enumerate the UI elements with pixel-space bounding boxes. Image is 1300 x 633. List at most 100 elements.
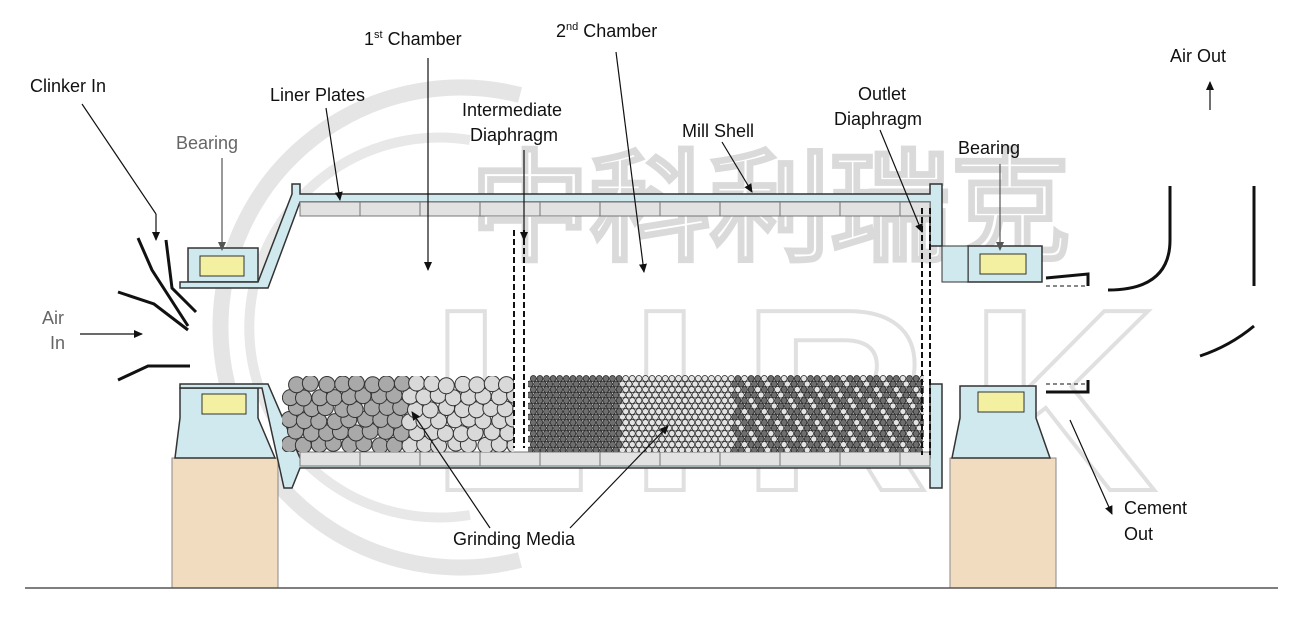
grinding-ball [912, 430, 920, 437]
grinding-ball [876, 435, 884, 443]
grinding-ball [625, 446, 633, 452]
grinding-ball [793, 419, 801, 426]
grinding-ball [549, 386, 557, 393]
grinding-ball [549, 419, 557, 426]
grinding-ball [902, 402, 910, 410]
grinding-ball [760, 408, 768, 415]
grinding-ball [886, 408, 894, 415]
grinding-ball [790, 402, 798, 410]
grinding-ball [797, 380, 804, 388]
grinding-ball [744, 402, 752, 410]
grinding-ball [741, 408, 748, 415]
grinding-ball [869, 413, 877, 421]
grinding-ball [556, 430, 564, 437]
feed-chute [117, 237, 198, 382]
grinding-ball [628, 386, 636, 393]
grinding-media-chamber1 [282, 376, 514, 452]
label-mill-shell: Mill Shell [682, 121, 754, 141]
grinding-ball [863, 413, 870, 421]
grinding-ball [797, 413, 804, 421]
grinding-ball [793, 386, 801, 393]
grinding-ball [549, 408, 557, 415]
grinding-ball [869, 446, 877, 452]
grinding-ball [866, 397, 874, 404]
grinding-ball [582, 386, 590, 393]
grinding-ball [747, 375, 755, 382]
grinding-ball [899, 430, 907, 437]
grinding-ball [754, 441, 762, 448]
grinding-ball [579, 380, 587, 388]
grinding-ball [813, 408, 821, 415]
grinding-ball [609, 408, 616, 415]
grinding-ball [562, 430, 570, 437]
grinding-ball [846, 430, 854, 437]
grinding-ball [681, 375, 689, 382]
grinding-ball [592, 413, 600, 421]
grinding-ball [803, 435, 811, 443]
grinding-ball [836, 402, 844, 410]
grinding-ball [780, 441, 788, 448]
grinding-ball [830, 402, 837, 410]
grinding-ball [553, 424, 560, 432]
grinding-ball [661, 419, 669, 426]
grinding-ball [790, 446, 798, 452]
grinding-ball [711, 380, 719, 388]
grinding-ball [642, 397, 649, 404]
grinding-ball [883, 446, 890, 452]
grinding-ball [774, 375, 781, 382]
grinding-ball [721, 419, 729, 426]
grinding-ball [896, 435, 903, 443]
grinding-ball [528, 380, 534, 388]
grinding-ball [850, 446, 857, 452]
grinding-ball [721, 408, 729, 415]
grinding-ball [533, 446, 540, 452]
grinding-ball [543, 397, 550, 404]
grinding-ball [632, 391, 639, 399]
grinding-ball [859, 397, 867, 404]
grinding-ball [615, 408, 623, 415]
grinding-ball [556, 408, 564, 415]
grinding-ball [718, 413, 725, 421]
grinding-ball [734, 397, 742, 404]
label-chamber2: 2nd Chamber [556, 21, 657, 41]
grinding-ball [787, 441, 795, 448]
grinding-ball [592, 435, 600, 443]
grinding-ball [873, 441, 880, 448]
grinding-ball [800, 386, 808, 393]
grinding-ball [790, 435, 798, 443]
grinding-ball [576, 430, 583, 437]
grinding-ball [586, 391, 593, 399]
grinding-ball [528, 424, 534, 432]
label-clinker-in: Clinker In [30, 76, 106, 96]
grinding-ball [747, 386, 755, 393]
grinding-ball [675, 419, 682, 426]
grinding-ball [800, 397, 808, 404]
grinding-ball [777, 380, 785, 388]
grinding-ball [807, 441, 814, 448]
grinding-ball [883, 402, 890, 410]
grinding-ball [892, 419, 900, 426]
label-intermediate-line1: Intermediate [462, 100, 562, 120]
grinding-ball [734, 375, 742, 382]
grinding-ball [889, 435, 897, 443]
grinding-ball [675, 375, 682, 382]
grinding-ball [820, 430, 828, 437]
grinding-ball [797, 446, 804, 452]
mill-shell-top [179, 183, 943, 289]
grinding-ball [652, 446, 659, 452]
grinding-ball [688, 397, 696, 404]
grinding-ball [734, 419, 742, 426]
grinding-ball [661, 386, 669, 393]
grinding-ball [850, 380, 857, 388]
grinding-ball [774, 419, 781, 426]
grinding-ball [784, 413, 791, 421]
liner-plate [659, 201, 721, 217]
grinding-ball [909, 391, 917, 399]
grinding-ball [708, 430, 715, 437]
grinding-ball [658, 413, 666, 421]
grinding-ball [843, 413, 851, 421]
grinding-ball [734, 430, 742, 437]
grinding-ball [559, 435, 567, 443]
grinding-ball [787, 386, 795, 393]
grinding-ball [780, 386, 788, 393]
